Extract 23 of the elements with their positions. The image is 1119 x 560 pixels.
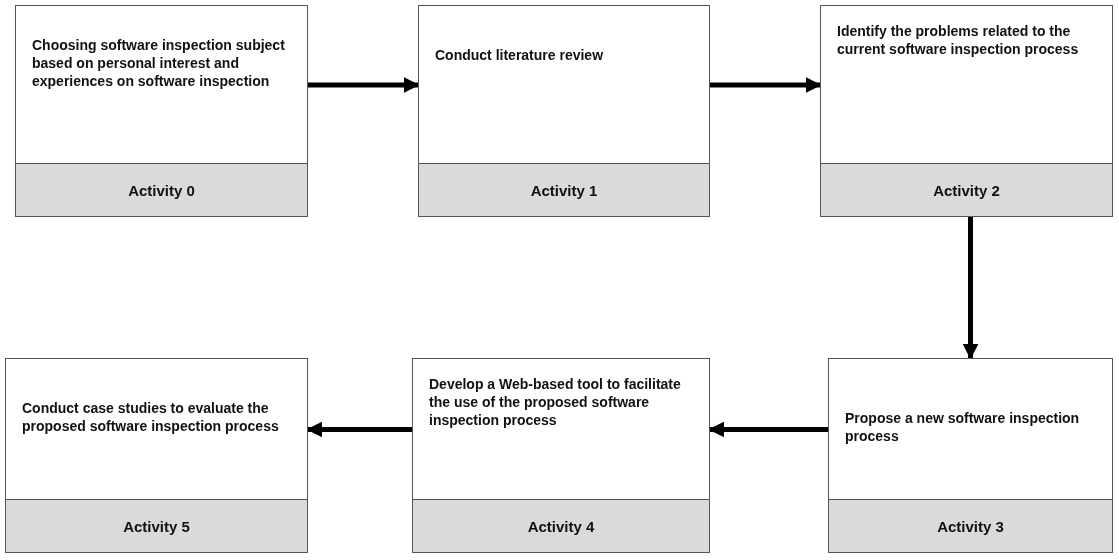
activity-card: [828, 358, 1113, 553]
activity-description: Choosing software inspection subject based on personal interest and experiences on software inspection: [32, 37, 285, 90]
activity-card: [5, 358, 308, 553]
arrow: [708, 421, 828, 438]
arrow: [710, 77, 822, 93]
arrow: [308, 77, 420, 93]
activity-description: Develop a Web-based tool to facilitate the use of the proposed software inspection process: [429, 376, 681, 429]
activity-description: Conduct literature review: [435, 47, 604, 63]
activity-description: Conduct case studies to evaluate the proposed software inspection process: [22, 400, 279, 435]
activity-card: [412, 358, 710, 553]
activity-label: Activity 5: [123, 517, 190, 535]
activity-card: [418, 5, 710, 217]
activity-card: [15, 5, 308, 217]
arrow: [306, 421, 412, 438]
activity-label: Activity 4: [527, 517, 595, 535]
activity-description: Propose a new software inspection process: [845, 410, 1080, 445]
arrow: [962, 217, 979, 360]
activity-card: [820, 5, 1113, 217]
activity-label: Activity 0: [128, 181, 195, 199]
activity-label: Activity 1: [530, 181, 598, 199]
activity-label: Activity 2: [933, 181, 1000, 199]
activity-description: Identify the problems related to the current software inspection process: [837, 23, 1079, 58]
activity-label: Activity 3: [937, 517, 1004, 535]
